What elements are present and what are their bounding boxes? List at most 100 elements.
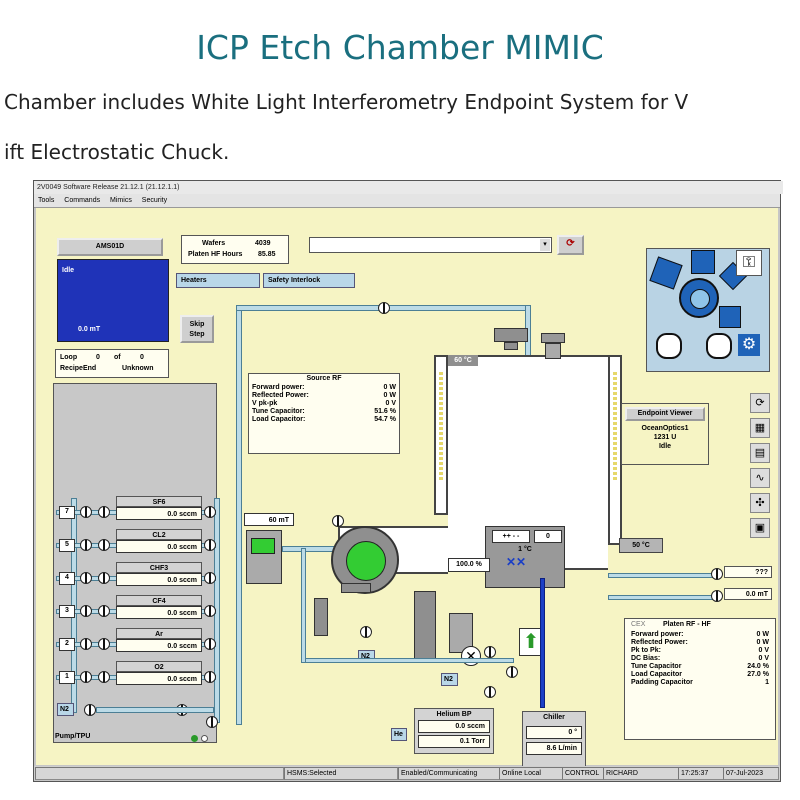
chamber-heater-left <box>439 370 443 480</box>
module-name-button[interactable]: AMS01D <box>57 238 163 256</box>
backing-pump <box>341 583 371 593</box>
gas-name: O2 <box>116 661 202 672</box>
safety-interlock-button[interactable]: Safety Interlock <box>263 273 355 288</box>
recipe-load-button[interactable]: ⟳ <box>557 235 584 255</box>
gas-mfc-valve[interactable] <box>98 506 110 518</box>
gas-outlet-valve[interactable] <box>204 638 216 650</box>
handler-hub-center <box>690 289 710 309</box>
gas-outlet-valve[interactable] <box>204 671 216 683</box>
gas-flow-value[interactable]: 0.0 sccm <box>116 639 202 652</box>
line-valve-1[interactable] <box>484 646 496 658</box>
refresh-icon[interactable]: ⟳ <box>750 393 770 413</box>
recipe-select[interactable]: ▾ <box>309 237 552 253</box>
gas-flow-value[interactable]: 0.0 sccm <box>116 606 202 619</box>
gas-mfc-valve[interactable] <box>98 671 110 683</box>
gas-outlet-valve[interactable] <box>204 506 216 518</box>
readout-label: Tune Capacitor: <box>252 408 305 415</box>
gas-flow-value[interactable]: 0.0 sccm <box>116 507 202 520</box>
document-icon[interactable]: ▤ <box>750 443 770 463</box>
menu-mimics[interactable]: Mimics <box>110 197 132 204</box>
gas-bottom-pipe <box>96 707 214 713</box>
gas-line-number[interactable]: 7 <box>59 506 75 519</box>
gas-inlet-valve[interactable] <box>80 572 92 584</box>
readout-label: Reflected Power: <box>631 639 688 646</box>
handler-station-4[interactable] <box>719 306 741 328</box>
gas-inlet-valve[interactable] <box>80 506 92 518</box>
line-valve-3[interactable] <box>506 666 518 678</box>
turbo-valve[interactable] <box>360 626 372 638</box>
menu-security[interactable]: Security <box>141 197 168 204</box>
module-pressure: 0.0 mT <box>78 326 101 333</box>
gas-line-number[interactable]: 3 <box>59 605 75 618</box>
loop-value: 0 <box>96 354 100 361</box>
side-valve-2[interactable] <box>711 590 723 602</box>
gear-icon[interactable]: ⚙ <box>738 334 760 356</box>
gas-feed-valve[interactable] <box>378 302 390 314</box>
menu-commands[interactable]: Commands <box>64 197 101 204</box>
handler-station-2[interactable] <box>691 250 715 274</box>
gas-mfc-valve[interactable] <box>98 605 110 617</box>
gas-line-number[interactable]: 1 <box>59 671 75 684</box>
readout-label: Load Capacitor: <box>252 416 306 423</box>
line-valve-2[interactable] <box>484 686 496 698</box>
lower-gas-pipe <box>304 658 514 663</box>
readout-label: Load Capacitor <box>631 671 682 678</box>
endpoint-state: Idle <box>658 443 672 450</box>
readout-value: 24.0 % <box>747 663 769 670</box>
keyhole-icon[interactable]: ⚿ <box>736 250 762 276</box>
gas-flow-value[interactable]: 0.0 sccm <box>116 573 202 586</box>
chiller-line <box>540 578 545 708</box>
side-valve-1[interactable] <box>711 568 723 580</box>
readout-label: Forward power: <box>631 631 684 638</box>
he-button[interactable]: He <box>391 728 407 741</box>
settings-icon[interactable]: ✣ <box>750 493 770 513</box>
main-gas-valve[interactable] <box>206 716 218 728</box>
gas-outlet-valve[interactable] <box>204 572 216 584</box>
helium-bp-title: Helium BP <box>436 711 472 718</box>
status-control: CONTROL <box>562 767 604 780</box>
n2-purge-valve[interactable] <box>84 704 96 716</box>
gas-inlet-valve[interactable] <box>80 638 92 650</box>
readout-row: Forward power:0 W <box>252 384 396 392</box>
page-dot[interactable] <box>201 735 208 742</box>
lower-gas-pipe-vert <box>301 548 306 663</box>
skip-step-button[interactable]: Skip Step <box>180 315 214 343</box>
gauge-valve[interactable] <box>332 515 344 527</box>
side-readout-top: ??? <box>724 566 772 578</box>
gas-mfc-valve[interactable] <box>98 539 110 551</box>
gas-flow-value[interactable]: 0.0 sccm <box>116 672 202 685</box>
gas-outlet-valve[interactable] <box>204 539 216 551</box>
chiller-panel: Chiller 0 ° 8.6 L/min <box>522 711 586 769</box>
menu-tools[interactable]: Tools <box>38 197 55 204</box>
n2-purge-button[interactable]: N2 <box>57 703 74 716</box>
gas-inlet-valve[interactable] <box>80 539 92 551</box>
page-dot-active[interactable] <box>191 735 198 742</box>
readout-label: Reflected Power: <box>252 392 309 399</box>
chevron-down-icon[interactable]: ▾ <box>540 239 550 251</box>
gas-name: Ar <box>116 628 202 639</box>
endpoint-viewer-button[interactable]: Endpoint Viewer <box>625 407 705 421</box>
readout-value: 51.6 % <box>374 408 396 415</box>
handler-station-6[interactable] <box>706 333 732 359</box>
gas-line-number[interactable]: 4 <box>59 572 75 585</box>
chart-icon[interactable]: ∿ <box>750 468 770 488</box>
gas-mfc-valve[interactable] <box>98 638 110 650</box>
mix-x-icon: ✕ <box>465 648 477 664</box>
menu-bar: Tools Commands Mimics Security <box>34 194 780 208</box>
gas-line-number[interactable]: 5 <box>59 539 75 552</box>
gas-inlet-valve[interactable] <box>80 671 92 683</box>
gas-flow-value[interactable]: 0.0 sccm <box>116 540 202 553</box>
status-hsms: HSMS:Selected <box>284 767 398 780</box>
handler-station-5[interactable] <box>656 333 682 359</box>
calendar-icon[interactable]: ▦ <box>750 418 770 438</box>
gas-inlet-valve[interactable] <box>80 605 92 617</box>
gas-line-number[interactable]: 2 <box>59 638 75 651</box>
n2-line-button[interactable]: N2 <box>441 673 458 686</box>
loop-of-value: 0 <box>140 354 144 361</box>
chuck-lift-icon[interactable]: ⬆ <box>519 628 543 656</box>
network-icon[interactable]: ▣ <box>750 518 770 538</box>
heaters-button[interactable]: Heaters <box>176 273 260 288</box>
gas-mfc-valve[interactable] <box>98 572 110 584</box>
gas-outlet-valve[interactable] <box>204 605 216 617</box>
handler-hub-icon[interactable] <box>679 278 719 318</box>
